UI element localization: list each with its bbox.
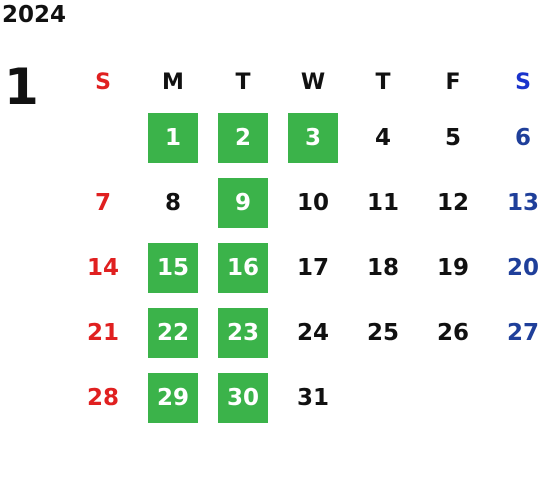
day-number: 17 bbox=[296, 254, 329, 281]
day-number-highlighted: 9 bbox=[218, 177, 268, 228]
day-number: 24 bbox=[296, 319, 329, 346]
day-cell[interactable]: 6 bbox=[488, 105, 548, 170]
day-number: 14 bbox=[86, 254, 119, 281]
day-number-highlighted: 1 bbox=[148, 112, 198, 163]
day-cell[interactable]: 13 bbox=[488, 170, 548, 235]
day-cell[interactable]: 10 bbox=[278, 170, 348, 235]
day-empty bbox=[498, 373, 548, 423]
day-number: 11 bbox=[366, 189, 399, 216]
day-empty bbox=[428, 373, 478, 423]
day-cell bbox=[488, 365, 548, 430]
weekday-header-mon: M bbox=[162, 70, 184, 95]
day-number: 19 bbox=[436, 254, 469, 281]
day-cell[interactable]: 21 bbox=[68, 300, 138, 365]
month-number: 1 bbox=[4, 58, 39, 116]
day-cell[interactable]: 18 bbox=[348, 235, 418, 300]
year-label: 2024 bbox=[2, 2, 67, 28]
day-cell[interactable]: 1 bbox=[138, 105, 208, 170]
weekday-header-sat: S bbox=[515, 70, 531, 95]
day-cell bbox=[348, 365, 418, 430]
day-number-highlighted: 16 bbox=[218, 242, 268, 293]
day-cell[interactable]: 15 bbox=[138, 235, 208, 300]
day-cell[interactable]: 11 bbox=[348, 170, 418, 235]
day-cell[interactable]: 20 bbox=[488, 235, 548, 300]
day-number-highlighted: 23 bbox=[218, 307, 268, 358]
day-empty bbox=[78, 113, 128, 163]
day-number: 21 bbox=[86, 319, 119, 346]
day-number: 13 bbox=[506, 189, 539, 216]
day-empty bbox=[358, 373, 408, 423]
day-number-highlighted: 30 bbox=[218, 372, 268, 423]
day-cell[interactable]: 3 bbox=[278, 105, 348, 170]
day-cell[interactable]: 8 bbox=[138, 170, 208, 235]
day-number: 4 bbox=[374, 124, 391, 151]
day-cell[interactable]: 12 bbox=[418, 170, 488, 235]
day-cell bbox=[418, 365, 488, 430]
day-number-highlighted: 3 bbox=[288, 112, 338, 163]
day-number: 5 bbox=[444, 124, 461, 151]
day-number: 7 bbox=[94, 189, 111, 216]
weekday-header-fri: F bbox=[445, 70, 461, 95]
day-cell bbox=[68, 105, 138, 170]
day-number-highlighted: 22 bbox=[148, 307, 198, 358]
day-cell[interactable]: 26 bbox=[418, 300, 488, 365]
day-number: 31 bbox=[296, 384, 329, 411]
calendar-grid: S M T W T F S 1 2 3 4 5 6 7 8 9 10 11 12… bbox=[68, 60, 548, 430]
day-cell[interactable]: 25 bbox=[348, 300, 418, 365]
day-number: 8 bbox=[164, 189, 181, 216]
day-cell[interactable]: 28 bbox=[68, 365, 138, 430]
day-cell[interactable]: 16 bbox=[208, 235, 278, 300]
day-cell[interactable]: 17 bbox=[278, 235, 348, 300]
day-cell[interactable]: 24 bbox=[278, 300, 348, 365]
day-number: 28 bbox=[86, 384, 119, 411]
day-cell[interactable]: 7 bbox=[68, 170, 138, 235]
day-number: 12 bbox=[436, 189, 469, 216]
day-cell[interactable]: 23 bbox=[208, 300, 278, 365]
day-number: 10 bbox=[296, 189, 329, 216]
day-number: 27 bbox=[506, 319, 539, 346]
day-cell[interactable]: 5 bbox=[418, 105, 488, 170]
day-cell[interactable]: 31 bbox=[278, 365, 348, 430]
day-number-highlighted: 2 bbox=[218, 112, 268, 163]
day-number-highlighted: 29 bbox=[148, 372, 198, 423]
day-cell[interactable]: 29 bbox=[138, 365, 208, 430]
day-number-highlighted: 15 bbox=[148, 242, 198, 293]
weekday-header-tue: T bbox=[235, 70, 251, 95]
day-number: 20 bbox=[506, 254, 539, 281]
day-number: 25 bbox=[366, 319, 399, 346]
day-cell[interactable]: 9 bbox=[208, 170, 278, 235]
day-cell[interactable]: 14 bbox=[68, 235, 138, 300]
day-cell[interactable]: 30 bbox=[208, 365, 278, 430]
weekday-header-thu: T bbox=[375, 70, 391, 95]
day-cell[interactable]: 27 bbox=[488, 300, 548, 365]
day-cell[interactable]: 4 bbox=[348, 105, 418, 170]
day-number: 18 bbox=[366, 254, 399, 281]
day-cell[interactable]: 22 bbox=[138, 300, 208, 365]
day-cell[interactable]: 19 bbox=[418, 235, 488, 300]
weekday-header-wed: W bbox=[300, 70, 326, 95]
day-cell[interactable]: 2 bbox=[208, 105, 278, 170]
day-number: 26 bbox=[436, 319, 469, 346]
weekday-header-sun: S bbox=[95, 70, 111, 95]
day-number: 6 bbox=[514, 124, 531, 151]
